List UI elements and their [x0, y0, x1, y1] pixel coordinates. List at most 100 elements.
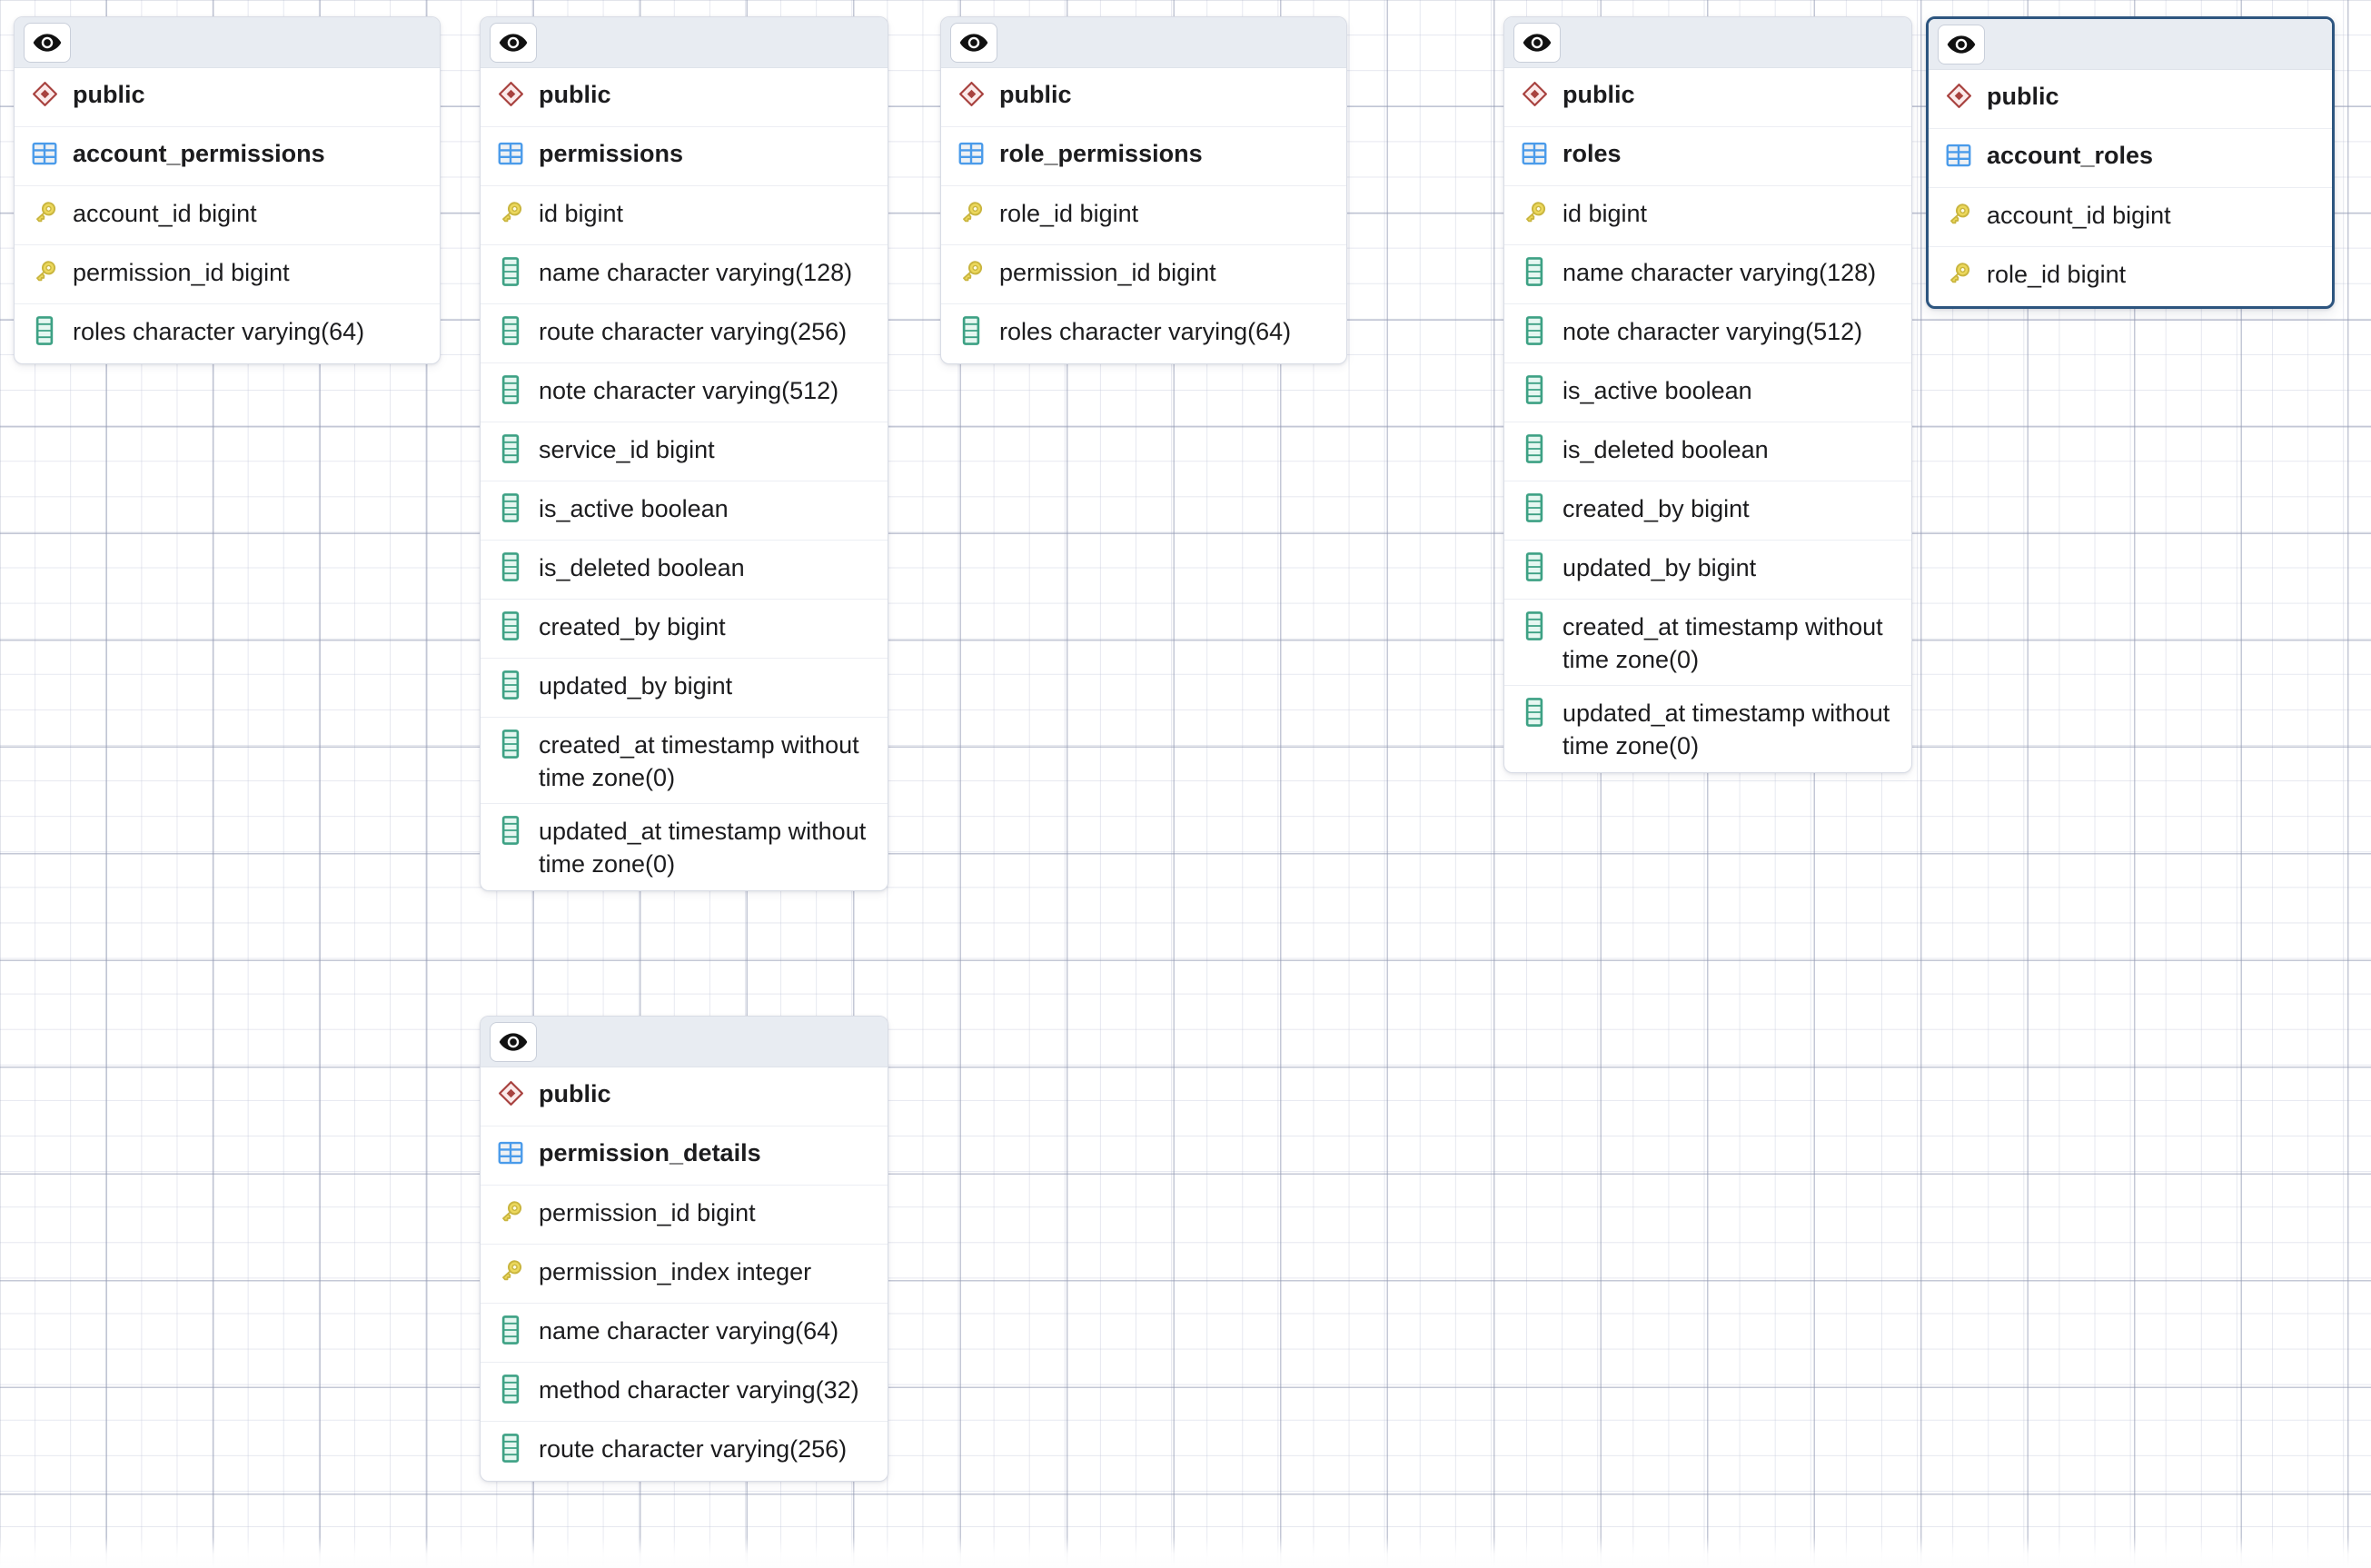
eye-icon[interactable]: [1513, 22, 1561, 63]
column-icon: [1519, 550, 1550, 582]
column-row-label: updated_by bigint: [1562, 554, 1757, 581]
table-name-row[interactable]: account_permissions: [15, 127, 440, 186]
column-row-label: permission_index integer: [539, 1258, 812, 1285]
node-header: [481, 17, 888, 68]
schema-diamond-icon: [1519, 77, 1550, 110]
column-row[interactable]: permission_id bigint: [15, 245, 440, 304]
table-name-row-label: roles: [1562, 140, 1622, 167]
column-row[interactable]: created_by bigint: [1504, 481, 1911, 541]
column-row-label: id bigint: [1562, 200, 1648, 227]
key-icon: [1943, 256, 1974, 289]
column-row-label: route character varying(256): [539, 1435, 848, 1463]
column-icon: [495, 550, 526, 582]
table-node-roles[interactable]: public roles id bigint name character varyi…: [1503, 16, 1912, 773]
column-row[interactable]: created_at timestamp without time zone(0…: [481, 718, 888, 805]
column-row[interactable]: role_id bigint: [1929, 247, 2332, 306]
column-icon: [1519, 254, 1550, 287]
node-header: [1929, 19, 2332, 70]
column-row-label: method character varying(32): [539, 1376, 859, 1404]
schema-row[interactable]: public: [941, 68, 1346, 127]
schema-row[interactable]: public: [15, 68, 440, 127]
column-row[interactable]: permission_index integer: [481, 1245, 888, 1304]
table-node-role_permissions[interactable]: public role_permissions role_id bigint perm…: [940, 16, 1347, 364]
column-row-label: updated_at timestamp without time zone(0…: [1562, 700, 1890, 759]
schema-row[interactable]: public: [1504, 68, 1911, 127]
column-row[interactable]: updated_by bigint: [481, 659, 888, 718]
column-row-label: name character varying(64): [539, 1317, 839, 1345]
column-row[interactable]: note character varying(512): [1504, 304, 1911, 363]
column-row[interactable]: route character varying(256): [481, 304, 888, 363]
schema-row-label: public: [539, 81, 611, 108]
eye-icon[interactable]: [950, 22, 997, 63]
eye-icon[interactable]: [1938, 24, 1985, 65]
column-row[interactable]: method character varying(32): [481, 1363, 888, 1422]
schema-row-label: public: [1562, 81, 1635, 108]
column-row[interactable]: route character varying(256): [481, 1422, 888, 1481]
schema-row[interactable]: public: [481, 68, 888, 127]
table-grid-icon: [956, 136, 987, 169]
column-row[interactable]: name character varying(128): [1504, 245, 1911, 304]
table-name-row[interactable]: role_permissions: [941, 127, 1346, 186]
column-row[interactable]: id bigint: [481, 186, 888, 245]
column-icon: [495, 372, 526, 405]
column-row[interactable]: updated_at timestamp without time zone(0…: [1504, 686, 1911, 771]
table-grid-icon: [1519, 136, 1550, 169]
column-row[interactable]: name character varying(128): [481, 245, 888, 304]
table-grid-icon: [495, 1136, 526, 1168]
column-row[interactable]: account_id bigint: [15, 186, 440, 245]
schema-row[interactable]: public: [1929, 70, 2332, 129]
column-row-label: permission_id bigint: [999, 259, 1216, 286]
column-icon: [495, 313, 526, 346]
column-row[interactable]: updated_by bigint: [1504, 541, 1911, 600]
table-grid-icon: [1943, 138, 1974, 171]
column-row[interactable]: roles character varying(64): [941, 304, 1346, 363]
column-row[interactable]: note character varying(512): [481, 363, 888, 422]
column-row[interactable]: is_deleted boolean: [481, 541, 888, 600]
table-name-row[interactable]: roles: [1504, 127, 1911, 186]
column-row[interactable]: roles character varying(64): [15, 304, 440, 363]
key-icon: [1943, 197, 1974, 230]
table-grid-icon: [29, 136, 60, 169]
column-row[interactable]: is_active boolean: [481, 481, 888, 541]
column-row-label: note character varying(512): [1562, 318, 1863, 345]
column-icon: [495, 254, 526, 287]
column-row[interactable]: created_by bigint: [481, 600, 888, 659]
eye-icon[interactable]: [490, 22, 537, 63]
column-row-label: note character varying(512): [539, 377, 839, 404]
key-icon: [956, 254, 987, 287]
column-row[interactable]: is_deleted boolean: [1504, 422, 1911, 481]
column-row[interactable]: account_id bigint: [1929, 188, 2332, 247]
column-row-label: created_at timestamp without time zone(0…: [1562, 613, 1883, 673]
eye-icon[interactable]: [490, 1021, 537, 1062]
column-icon: [495, 432, 526, 464]
column-row[interactable]: service_id bigint: [481, 422, 888, 481]
schema-row[interactable]: public: [481, 1067, 888, 1126]
table-name-row[interactable]: account_roles: [1929, 129, 2332, 188]
column-row[interactable]: permission_id bigint: [941, 245, 1346, 304]
column-row[interactable]: role_id bigint: [941, 186, 1346, 245]
column-row-label: permission_id bigint: [73, 259, 290, 286]
column-row-label: roles character varying(64): [999, 318, 1292, 345]
column-row[interactable]: id bigint: [1504, 186, 1911, 245]
column-row-label: created_by bigint: [1562, 495, 1750, 522]
column-row-label: created_by bigint: [539, 613, 726, 640]
column-row[interactable]: updated_at timestamp without time zone(0…: [481, 804, 888, 889]
column-row-label: is_active boolean: [1562, 377, 1752, 404]
column-icon: [1519, 432, 1550, 464]
eye-icon[interactable]: [24, 22, 71, 63]
column-icon: [495, 1313, 526, 1345]
column-icon: [495, 668, 526, 700]
schema-diamond-icon: [1943, 79, 1974, 112]
column-row[interactable]: permission_id bigint: [481, 1186, 888, 1245]
table-name-row[interactable]: permissions: [481, 127, 888, 186]
table-name-row[interactable]: permission_details: [481, 1126, 888, 1186]
column-row[interactable]: name character varying(64): [481, 1304, 888, 1363]
table-name-row-label: role_permissions: [999, 140, 1203, 167]
column-row[interactable]: is_active boolean: [1504, 363, 1911, 422]
column-row[interactable]: created_at timestamp without time zone(0…: [1504, 600, 1911, 687]
